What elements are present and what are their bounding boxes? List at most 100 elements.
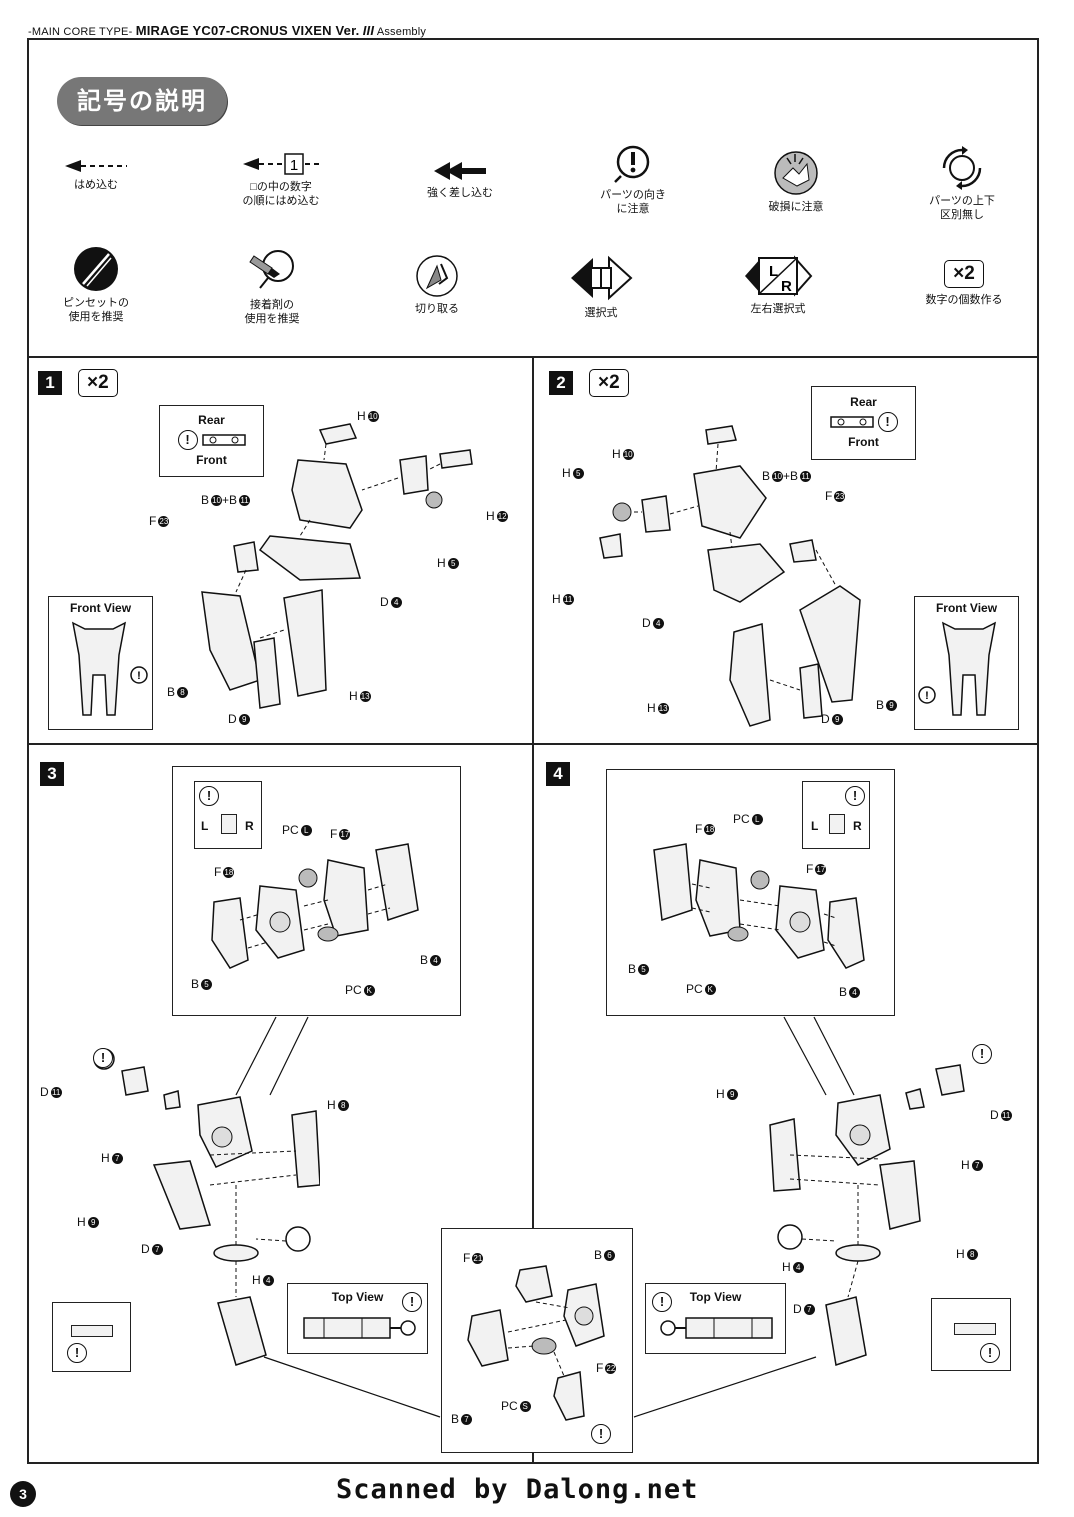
top-view-part-illustration [660, 1317, 773, 1339]
top-view-box: Top View ! [287, 1283, 428, 1354]
legend-symbol-text: はめ込む [74, 179, 118, 191]
header-ver-mark: III [362, 23, 375, 38]
divider-vertical [532, 357, 534, 1464]
legend-symbol-text: 接着剤の [250, 299, 294, 311]
insert-arrow-icon [65, 160, 127, 172]
front-view-label: Front View [935, 601, 998, 615]
caution-icon: ! [972, 1044, 992, 1064]
legend-symbol-text: ピンセットの [63, 297, 129, 309]
step-number-3: 3 [40, 762, 64, 786]
selection-icon [571, 255, 633, 301]
step-number-2: 2 [549, 371, 573, 395]
page-header: -MAIN CORE TYPE- MIRAGE YC07-CRONUS VIXE… [28, 23, 426, 38]
step-4-detail-diagram [653, 843, 865, 969]
legend-symbol-text: 破損に注意 [768, 201, 824, 213]
header-prefix: -MAIN CORE TYPE- [28, 26, 133, 38]
cut-icon [416, 255, 458, 297]
top-view-label: Top View [689, 1290, 742, 1304]
top-view-box: Top View ! [645, 1283, 786, 1354]
legend-symbol-text: パーツの上下 [929, 195, 995, 207]
connector-part-icon [829, 416, 874, 428]
left-mark: L [811, 819, 819, 833]
caution-icon: ! [199, 786, 219, 806]
glue-icon [249, 250, 294, 289]
lr-orientation-box: ! L R [194, 781, 262, 849]
legend-symbol-text: 強く差し込む [427, 187, 493, 199]
caution-glyph: ! [925, 690, 929, 702]
header-section: Assembly [376, 26, 427, 38]
legend-symbol-text: パーツの向き [600, 189, 666, 201]
caution-icon: ! [177, 430, 198, 450]
step-number-1: 1 [38, 371, 62, 395]
legend-symbol-multiply: ×2 数字の個数作る [914, 260, 1014, 307]
caution-icon [614, 145, 650, 183]
scan-credit: Scanned by Dalong.net [336, 1474, 699, 1505]
divider-horizontal [27, 743, 1039, 745]
rear-front-box: Rear ! Front [159, 405, 264, 477]
legend-symbol-caution: パーツの向き に注意 [588, 144, 678, 216]
front-label: Front [848, 435, 879, 449]
legend-symbol-text: □の中の数字 [250, 181, 312, 193]
caution-icon: ! [93, 1048, 113, 1068]
pc-part-icon [221, 814, 237, 834]
step-number-4: 4 [546, 762, 570, 786]
front-view-part-illustration: ! [71, 621, 148, 716]
bottom-detail-box: ! [931, 1298, 1011, 1371]
caution-icon: ! [877, 412, 898, 432]
lr-selection-icon: LR [745, 255, 813, 297]
bottom-detail-box: ! [52, 1302, 131, 1372]
step-3-detail-diagram [211, 843, 419, 969]
legend-symbol-rotation: パーツの上下 区別無し [918, 146, 1006, 222]
legend-title: 記号の説明 [57, 77, 227, 125]
legend-symbol-text: 左右選択式 [750, 303, 806, 315]
caution-icon: ! [67, 1343, 87, 1363]
rotation-icon [942, 146, 982, 190]
legend-symbol-glue: 接着剤の 使用を推奨 [232, 248, 312, 326]
lr-letter-r: R [781, 278, 792, 295]
connector-part-icon [201, 434, 246, 446]
caution-glyph: ! [137, 670, 141, 682]
lr-letter-l: L [769, 263, 778, 280]
right-mark: R [245, 819, 254, 833]
double-arrow-icon [434, 162, 486, 180]
top-view-label: Top View [331, 1290, 384, 1304]
legend-symbol-cut: 切り取る [402, 254, 472, 316]
lr-orientation-box: ! L R [802, 781, 870, 849]
front-view-box: Front View ! [48, 596, 153, 730]
caution-icon: ! [591, 1424, 611, 1444]
top-view-part-illustration [303, 1317, 416, 1339]
